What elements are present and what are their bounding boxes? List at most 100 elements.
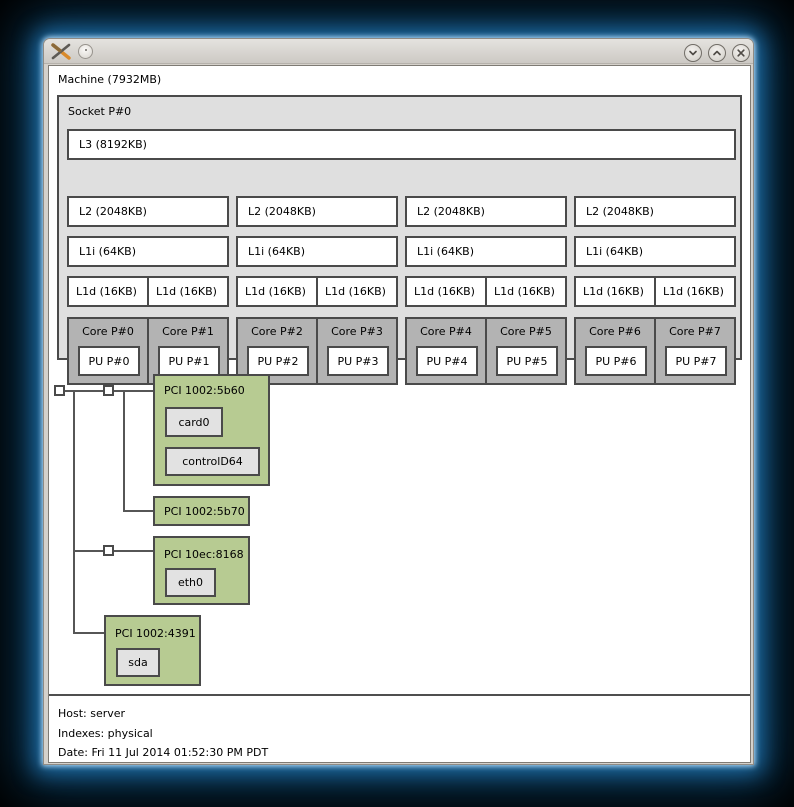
l2-cache-box: L2 (2048KB) (574, 196, 736, 227)
pu-box: PU P#1 (158, 346, 220, 376)
l1d-cache-label: L1d (16KB) (663, 285, 724, 298)
chevron-down-icon (687, 47, 699, 59)
l2-cache-box: L2 (2048KB) (236, 196, 398, 227)
pci-device-label: PCI 10ec:8168 (164, 548, 244, 561)
pci-link-line (114, 390, 154, 392)
socket-quadrant: L2 (2048KB) L1i (64KB) L1d (16KB) L1d (1… (405, 196, 567, 385)
l2-cache-label: L2 (2048KB) (417, 205, 485, 218)
l1i-cache-box: L1i (64KB) (405, 236, 567, 267)
l1i-cache-box: L1i (64KB) (574, 236, 736, 267)
os-device-box: sda (116, 648, 160, 677)
legend-date: Date: Fri 11 Jul 2014 01:52:30 PM PDT (58, 746, 268, 759)
l2-cache-label: L2 (2048KB) (586, 205, 654, 218)
pci-device-box: PCI 1002:4391 sda (104, 615, 201, 686)
pci-link-line (123, 510, 153, 512)
pu-label: PU P#0 (88, 355, 129, 368)
lstopo-app-icon (50, 43, 72, 60)
core-label: Core P#7 (656, 325, 734, 338)
pci-device-label: PCI 1002:5b70 (164, 505, 245, 518)
core-label: Core P#3 (318, 325, 396, 338)
l1i-cache-label: L1i (64KB) (586, 245, 643, 258)
pci-device-box: PCI 10ec:8168 eth0 (153, 536, 250, 605)
l1i-cache-label: L1i (64KB) (417, 245, 474, 258)
l1d-cache-label: L1d (16KB) (245, 285, 306, 298)
socket-quadrant: L2 (2048KB) L1i (64KB) L1d (16KB) L1d (1… (574, 196, 736, 385)
pu-box: PU P#0 (78, 346, 140, 376)
legend-indexes: Indexes: physical (58, 727, 153, 740)
l1d-cache-box: L1d (16KB) (405, 276, 487, 307)
l1d-cache-label: L1d (16KB) (583, 285, 644, 298)
core-box: Core P#6 PU P#6 (574, 317, 656, 385)
pci-device-label: PCI 1002:4391 (115, 627, 196, 640)
os-device-label: sda (128, 656, 147, 669)
os-device-box: card0 (165, 407, 223, 437)
core-box: Core P#0 PU P#0 (67, 317, 149, 385)
pci-link-line (64, 390, 105, 392)
pu-label: PU P#2 (257, 355, 298, 368)
l1d-cache-label: L1d (16KB) (76, 285, 137, 298)
l1d-cache-box: L1d (16KB) (147, 276, 229, 307)
l1d-cache-box: L1d (16KB) (485, 276, 567, 307)
window-menu-button[interactable] (78, 44, 93, 59)
pci-trunk-line (73, 390, 75, 634)
pu-box: PU P#6 (585, 346, 647, 376)
core-label: Core P#0 (69, 325, 147, 338)
pu-label: PU P#4 (426, 355, 467, 368)
l1d-cache-label: L1d (16KB) (494, 285, 555, 298)
pu-label: PU P#6 (595, 355, 636, 368)
l1d-cache-box: L1d (16KB) (316, 276, 398, 307)
l2-cache-label: L2 (2048KB) (79, 205, 147, 218)
os-device-box: eth0 (165, 568, 216, 597)
core-label: Core P#6 (576, 325, 654, 338)
pu-label: PU P#5 (506, 355, 547, 368)
pu-box: PU P#7 (665, 346, 727, 376)
chevron-up-icon (711, 47, 723, 59)
close-icon (735, 47, 747, 59)
pu-label: PU P#1 (168, 355, 209, 368)
l2-cache-box: L2 (2048KB) (405, 196, 567, 227)
core-box: Core P#4 PU P#4 (405, 317, 487, 385)
core-label: Core P#5 (487, 325, 565, 338)
l2-cache-box: L2 (2048KB) (67, 196, 229, 227)
titlebar[interactable] (44, 39, 753, 64)
core-box: Core P#5 PU P#5 (485, 317, 567, 385)
l1d-cache-box: L1d (16KB) (236, 276, 318, 307)
core-label: Core P#4 (407, 325, 485, 338)
close-button[interactable] (732, 44, 750, 62)
os-device-box: controlD64 (165, 447, 260, 476)
core-box: Core P#3 PU P#3 (316, 317, 398, 385)
machine-box-bottom-border (49, 694, 750, 696)
os-device-label: controlD64 (182, 455, 243, 468)
core-label: Core P#1 (149, 325, 227, 338)
pu-box: PU P#4 (416, 346, 478, 376)
legend-host: Host: server (58, 707, 125, 720)
l3-cache-box: L3 (8192KB) (67, 129, 736, 160)
pu-box: PU P#3 (327, 346, 389, 376)
l1d-cache-label: L1d (16KB) (325, 285, 386, 298)
l1d-cache-box: L1d (16KB) (654, 276, 736, 307)
minimize-button[interactable] (684, 44, 702, 62)
os-device-label: eth0 (178, 576, 203, 589)
l3-cache-label: L3 (8192KB) (79, 138, 147, 151)
l1i-cache-label: L1i (64KB) (248, 245, 305, 258)
lstopo-window: Machine (7932MB) Socket P#0 L3 (8192KB) … (43, 38, 754, 765)
core-label: Core P#2 (238, 325, 316, 338)
pci-device-label: PCI 1002:5b60 (164, 384, 245, 397)
pci-branch-line (123, 390, 125, 512)
l2-cache-label: L2 (2048KB) (248, 205, 316, 218)
socket-quadrant: L2 (2048KB) L1i (64KB) L1d (16KB) L1d (1… (236, 196, 398, 385)
l1d-cache-box: L1d (16KB) (574, 276, 656, 307)
os-device-label: card0 (178, 416, 209, 429)
l1d-cache-box: L1d (16KB) (67, 276, 149, 307)
pci-bridge-square (103, 385, 114, 396)
core-box: Core P#7 PU P#7 (654, 317, 736, 385)
l1i-cache-label: L1i (64KB) (79, 245, 136, 258)
socket-label: Socket P#0 (68, 105, 131, 118)
pci-device-box: PCI 1002:5b60 card0 controlD64 (153, 374, 270, 486)
host-bridge-square (54, 385, 65, 396)
l1i-cache-box: L1i (64KB) (236, 236, 398, 267)
pci-device-box: PCI 1002:5b70 (153, 496, 250, 526)
pu-label: PU P#3 (337, 355, 378, 368)
socket-quadrant: L2 (2048KB) L1i (64KB) L1d (16KB) L1d (1… (67, 196, 229, 385)
maximize-button[interactable] (708, 44, 726, 62)
